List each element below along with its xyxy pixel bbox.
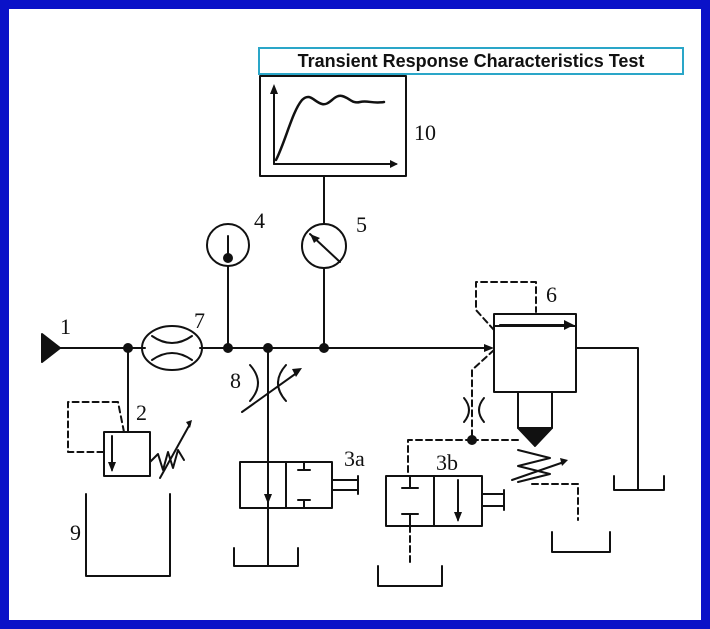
label-9: 9 xyxy=(70,520,81,545)
label-6: 6 xyxy=(546,282,557,307)
label-3a: 3a xyxy=(344,446,365,471)
valve-under-test-6 xyxy=(471,281,639,521)
flowmeter-7 xyxy=(141,325,203,371)
tank-3a xyxy=(233,547,299,567)
directional-valve-3b xyxy=(385,475,505,567)
tank-6-pilot xyxy=(551,531,611,553)
label-2: 2 xyxy=(136,400,147,425)
tank-6 xyxy=(613,475,665,491)
tank-9 xyxy=(85,493,171,577)
pressure-gauge-4 xyxy=(206,223,250,349)
label-8: 8 xyxy=(230,368,241,393)
pressure-source-symbol xyxy=(41,333,61,363)
label-5: 5 xyxy=(356,212,367,237)
label-3b: 3b xyxy=(436,450,458,475)
recorder-10 xyxy=(259,75,407,177)
relief-valve-2 xyxy=(67,347,192,479)
tank-3b xyxy=(377,565,443,587)
orifice xyxy=(463,397,485,423)
pilot-line-to-3b xyxy=(407,439,473,477)
diagram-title: Transient Response Characteristics Test xyxy=(297,50,645,71)
label-10: 10 xyxy=(414,120,436,145)
label-4: 4 xyxy=(254,208,265,233)
directional-valve-3a xyxy=(239,461,359,509)
title-box: Transient Response Characteristics Test xyxy=(258,47,684,75)
flow-arrow-into-valve xyxy=(484,344,494,352)
throttle-valve-8 xyxy=(241,347,302,567)
label-7: 7 xyxy=(194,308,205,333)
pressure-transducer-5 xyxy=(301,175,347,349)
hydraulic-circuit-diagram: 1 2 3a 3b 4 5 6 7 8 9 10 xyxy=(41,75,665,587)
label-1: 1 xyxy=(60,314,71,339)
